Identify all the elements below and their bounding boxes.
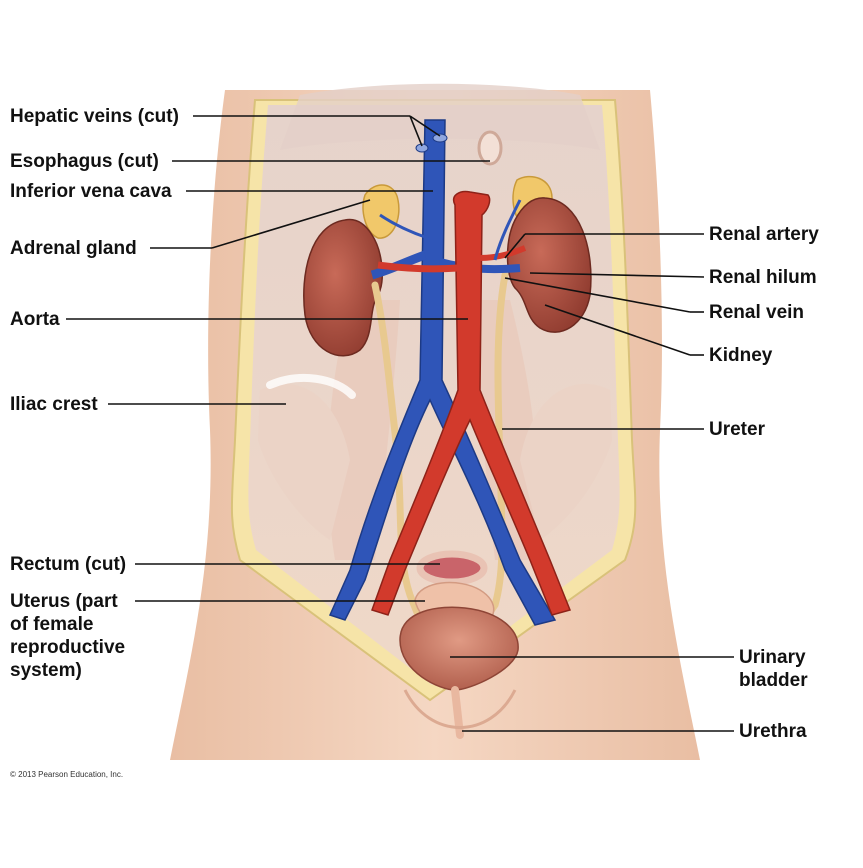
label-esophagus: Esophagus (cut) <box>10 151 159 172</box>
leader-hepatic-veins-3 <box>409 115 441 137</box>
diaphragm <box>280 83 600 150</box>
rectum <box>416 550 488 586</box>
adrenal-vessels-right <box>493 199 522 261</box>
leader-kidney <box>544 304 691 356</box>
urinary-bladder <box>399 606 519 691</box>
right-iliac-muscle <box>520 383 612 540</box>
label-rectum: Rectum (cut) <box>10 554 127 575</box>
label-urethra: Urethra <box>739 721 807 742</box>
label-hepatic-veins: Hepatic veins (cut) <box>10 106 179 127</box>
left-iliac-muscle <box>258 383 350 540</box>
leader-adrenal-2 <box>211 199 371 249</box>
perineum <box>403 689 517 729</box>
label-uterus: Uterus (part of female reproductive syst… <box>10 591 126 681</box>
label-adrenal-gland: Adrenal gland <box>10 238 137 259</box>
hepatic-vein-cut-2 <box>432 133 448 143</box>
left-kidney <box>303 218 383 357</box>
label-ureter: Ureter <box>709 419 765 440</box>
label-urinary-bladder: Urinary bladder <box>739 647 808 691</box>
copyright-notice: © 2013 Pearson Education, Inc. <box>10 770 124 779</box>
left-renal-artery <box>377 261 459 273</box>
label-renal-vein: Renal vein <box>709 302 805 323</box>
label-iliac-crest: Iliac crest <box>10 394 98 415</box>
label-renal-hilum: Renal hilum <box>709 267 817 288</box>
label-inferior-vena-cava: Inferior vena cava <box>10 181 172 202</box>
right-renal-artery <box>479 245 527 261</box>
right-kidney <box>506 197 592 333</box>
left-adrenal-gland <box>362 184 400 239</box>
iliac-crest-bone <box>266 374 356 399</box>
esophagus <box>477 130 503 166</box>
aorta <box>371 190 572 616</box>
leader-renal-vein <box>504 277 691 313</box>
leader-lines <box>66 115 734 732</box>
inferior-vena-cava <box>328 119 557 626</box>
leader-renal-artery-2 <box>504 233 526 259</box>
label-kidney: Kidney <box>709 345 773 366</box>
leader-renal-hilum <box>529 272 705 278</box>
leader-hepatic-veins-2 <box>409 115 423 147</box>
label-aorta: Aorta <box>10 309 60 330</box>
adrenal-vessels-left <box>379 213 429 240</box>
label-renal-artery: Renal artery <box>709 224 819 245</box>
